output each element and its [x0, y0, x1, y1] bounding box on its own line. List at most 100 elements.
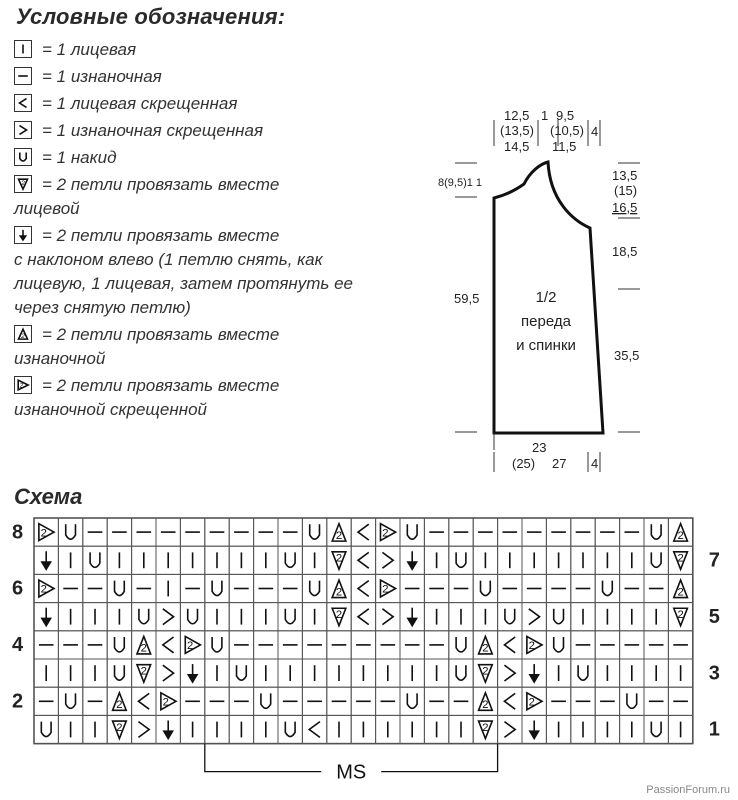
svg-text:2: 2 [116, 722, 122, 734]
purl-tbl-icon [14, 121, 32, 139]
svg-text:2: 2 [41, 584, 47, 596]
legend-item-knit-tbl: = 1 лицевая скрещенная [14, 92, 354, 116]
svg-text:2: 2 [482, 722, 488, 734]
neck-right-1: 9,5 [556, 108, 574, 123]
purl-icon [14, 67, 32, 85]
hem-4: 4 [591, 456, 598, 471]
side-height: 59,5 [454, 291, 479, 306]
neck-right-4: 4 [591, 124, 598, 139]
svg-text:2: 2 [382, 584, 388, 596]
chart-cell [667, 714, 694, 745]
yarn-over-icon [14, 148, 32, 166]
svg-text:2: 2 [41, 527, 47, 539]
svg-text:2: 2 [677, 530, 683, 542]
svg-text:2: 2 [20, 333, 25, 340]
row-number-left: 6 [12, 578, 23, 600]
chart-cell [33, 545, 59, 575]
armhole-1: 13,5 [612, 168, 637, 183]
row-number-right: 5 [709, 606, 720, 628]
knit-icon [14, 40, 32, 58]
svg-text:2: 2 [482, 666, 488, 678]
armhole-2: (15) [614, 183, 637, 198]
garment-diagram: 12,5 (13,5) 14,5 1 9,5 (10,5) 11,5 4 8(9… [438, 108, 640, 472]
svg-text:2: 2 [20, 180, 25, 187]
svg-text:2: 2 [482, 699, 488, 711]
legend-item-yarn-over: = 1 накид [14, 146, 354, 170]
dimension-ticks [455, 120, 640, 472]
legend-text: = 1 лицевая скрещенная [42, 94, 238, 113]
neck-right-3: 11,5 [552, 139, 576, 154]
neck-left-3: 14,5 [504, 139, 529, 154]
row-number-left: 8 [12, 521, 23, 543]
row-number-right: 3 [709, 662, 720, 684]
legend-item-p2tog: 2 = 2 петли провязать вместе изнаночной [14, 323, 354, 371]
garment-label-3: и спинки [516, 337, 576, 354]
neck-right-2: (10,5) [550, 123, 584, 138]
svg-text:2: 2 [677, 586, 683, 598]
watermark: PassionForum.ru [646, 784, 730, 796]
shoulder-left: 8(9,5)1 1 [438, 177, 482, 189]
legend-text-continuation: лицевой [14, 199, 80, 218]
legend-list: = 1 лицевая = 1 изнаночная = 1 лицевая скр… [14, 38, 354, 425]
svg-text:2: 2 [529, 697, 535, 709]
svg-text:2: 2 [677, 609, 683, 621]
garment-label-1: 1/2 [536, 289, 557, 306]
svg-text:2: 2 [19, 382, 24, 389]
legend-text: = 1 изнаночная скрещенная [42, 121, 264, 140]
row-number-left: 4 [12, 634, 24, 656]
hem-3: 27 [552, 456, 566, 471]
schema-title: Схема [14, 484, 83, 509]
legend-item-purl-tbl: = 1 изнаночная скрещенная [14, 119, 354, 143]
legend-text-continuation: с наклоном влево (1 петлю снять, как лиц… [14, 250, 354, 317]
svg-text:2: 2 [336, 586, 342, 598]
legend-text: = 2 петли провязать вместе [42, 376, 280, 395]
svg-text:2: 2 [482, 643, 488, 655]
legend-text-continuation: изнаночной скрещенной [14, 400, 207, 419]
legend-text-continuation: изнаночной [14, 349, 106, 368]
svg-text:2: 2 [141, 643, 147, 655]
neck-mid: 1 [541, 108, 548, 123]
legend-text: = 1 лицевая [42, 40, 137, 59]
knit-tbl-icon [14, 94, 32, 112]
legend-text: = 1 накид [42, 148, 117, 167]
row-number-left: 2 [12, 691, 23, 713]
svg-text:2: 2 [382, 527, 388, 539]
side-upper: 18,5 [612, 244, 637, 259]
legend-text: = 2 петли провязать вместе [42, 175, 280, 194]
side-lower: 35,5 [614, 348, 639, 363]
garment-label-2: переда [521, 313, 572, 330]
svg-text:2: 2 [336, 553, 342, 565]
p2tog-tbl-icon: 2 [14, 376, 32, 394]
legend-item-purl: = 1 изнаночная [14, 65, 354, 89]
legend-title: Условные обозначения: [16, 4, 286, 29]
legend-item-p2tog-tbl: 2 = 2 петли провязать вместе изнаночной ск… [14, 374, 354, 422]
legend-text: = 2 петли провязать вместе [42, 226, 280, 245]
legend-text: = 2 петли провязать вместе [42, 325, 280, 344]
svg-text:2: 2 [141, 666, 147, 678]
row-number-right: 7 [709, 550, 720, 572]
p2tog-icon: 2 [14, 325, 32, 343]
garment-outline [492, 160, 605, 435]
legend-item-k2tog: 2 = 2 петли провязать вместе лицевой [14, 173, 354, 221]
neck-left-2: (13,5) [500, 123, 534, 138]
svg-text:2: 2 [116, 699, 122, 711]
row-number-right: 1 [709, 719, 720, 741]
legend-item-ssk: = 2 петли провязать вместе с наклоном вле… [14, 224, 354, 320]
svg-text:2: 2 [336, 609, 342, 621]
svg-text:2: 2 [336, 530, 342, 542]
hem-1: 23 [532, 440, 546, 455]
repeat-label: MS [336, 762, 366, 784]
repeat-bracket: MS [204, 743, 499, 784]
svg-text:2: 2 [529, 640, 535, 652]
legend-item-knit: = 1 лицевая [14, 38, 354, 62]
ssk-icon [14, 226, 32, 244]
svg-text:2: 2 [187, 640, 193, 652]
neck-left-1: 12,5 [504, 108, 529, 123]
hem-2: (25) [512, 456, 535, 471]
armhole-3: 16,5 [612, 200, 637, 215]
k2tog-icon: 2 [14, 175, 32, 193]
svg-text:2: 2 [677, 553, 683, 565]
legend-text: = 1 изнаночная [42, 67, 162, 86]
